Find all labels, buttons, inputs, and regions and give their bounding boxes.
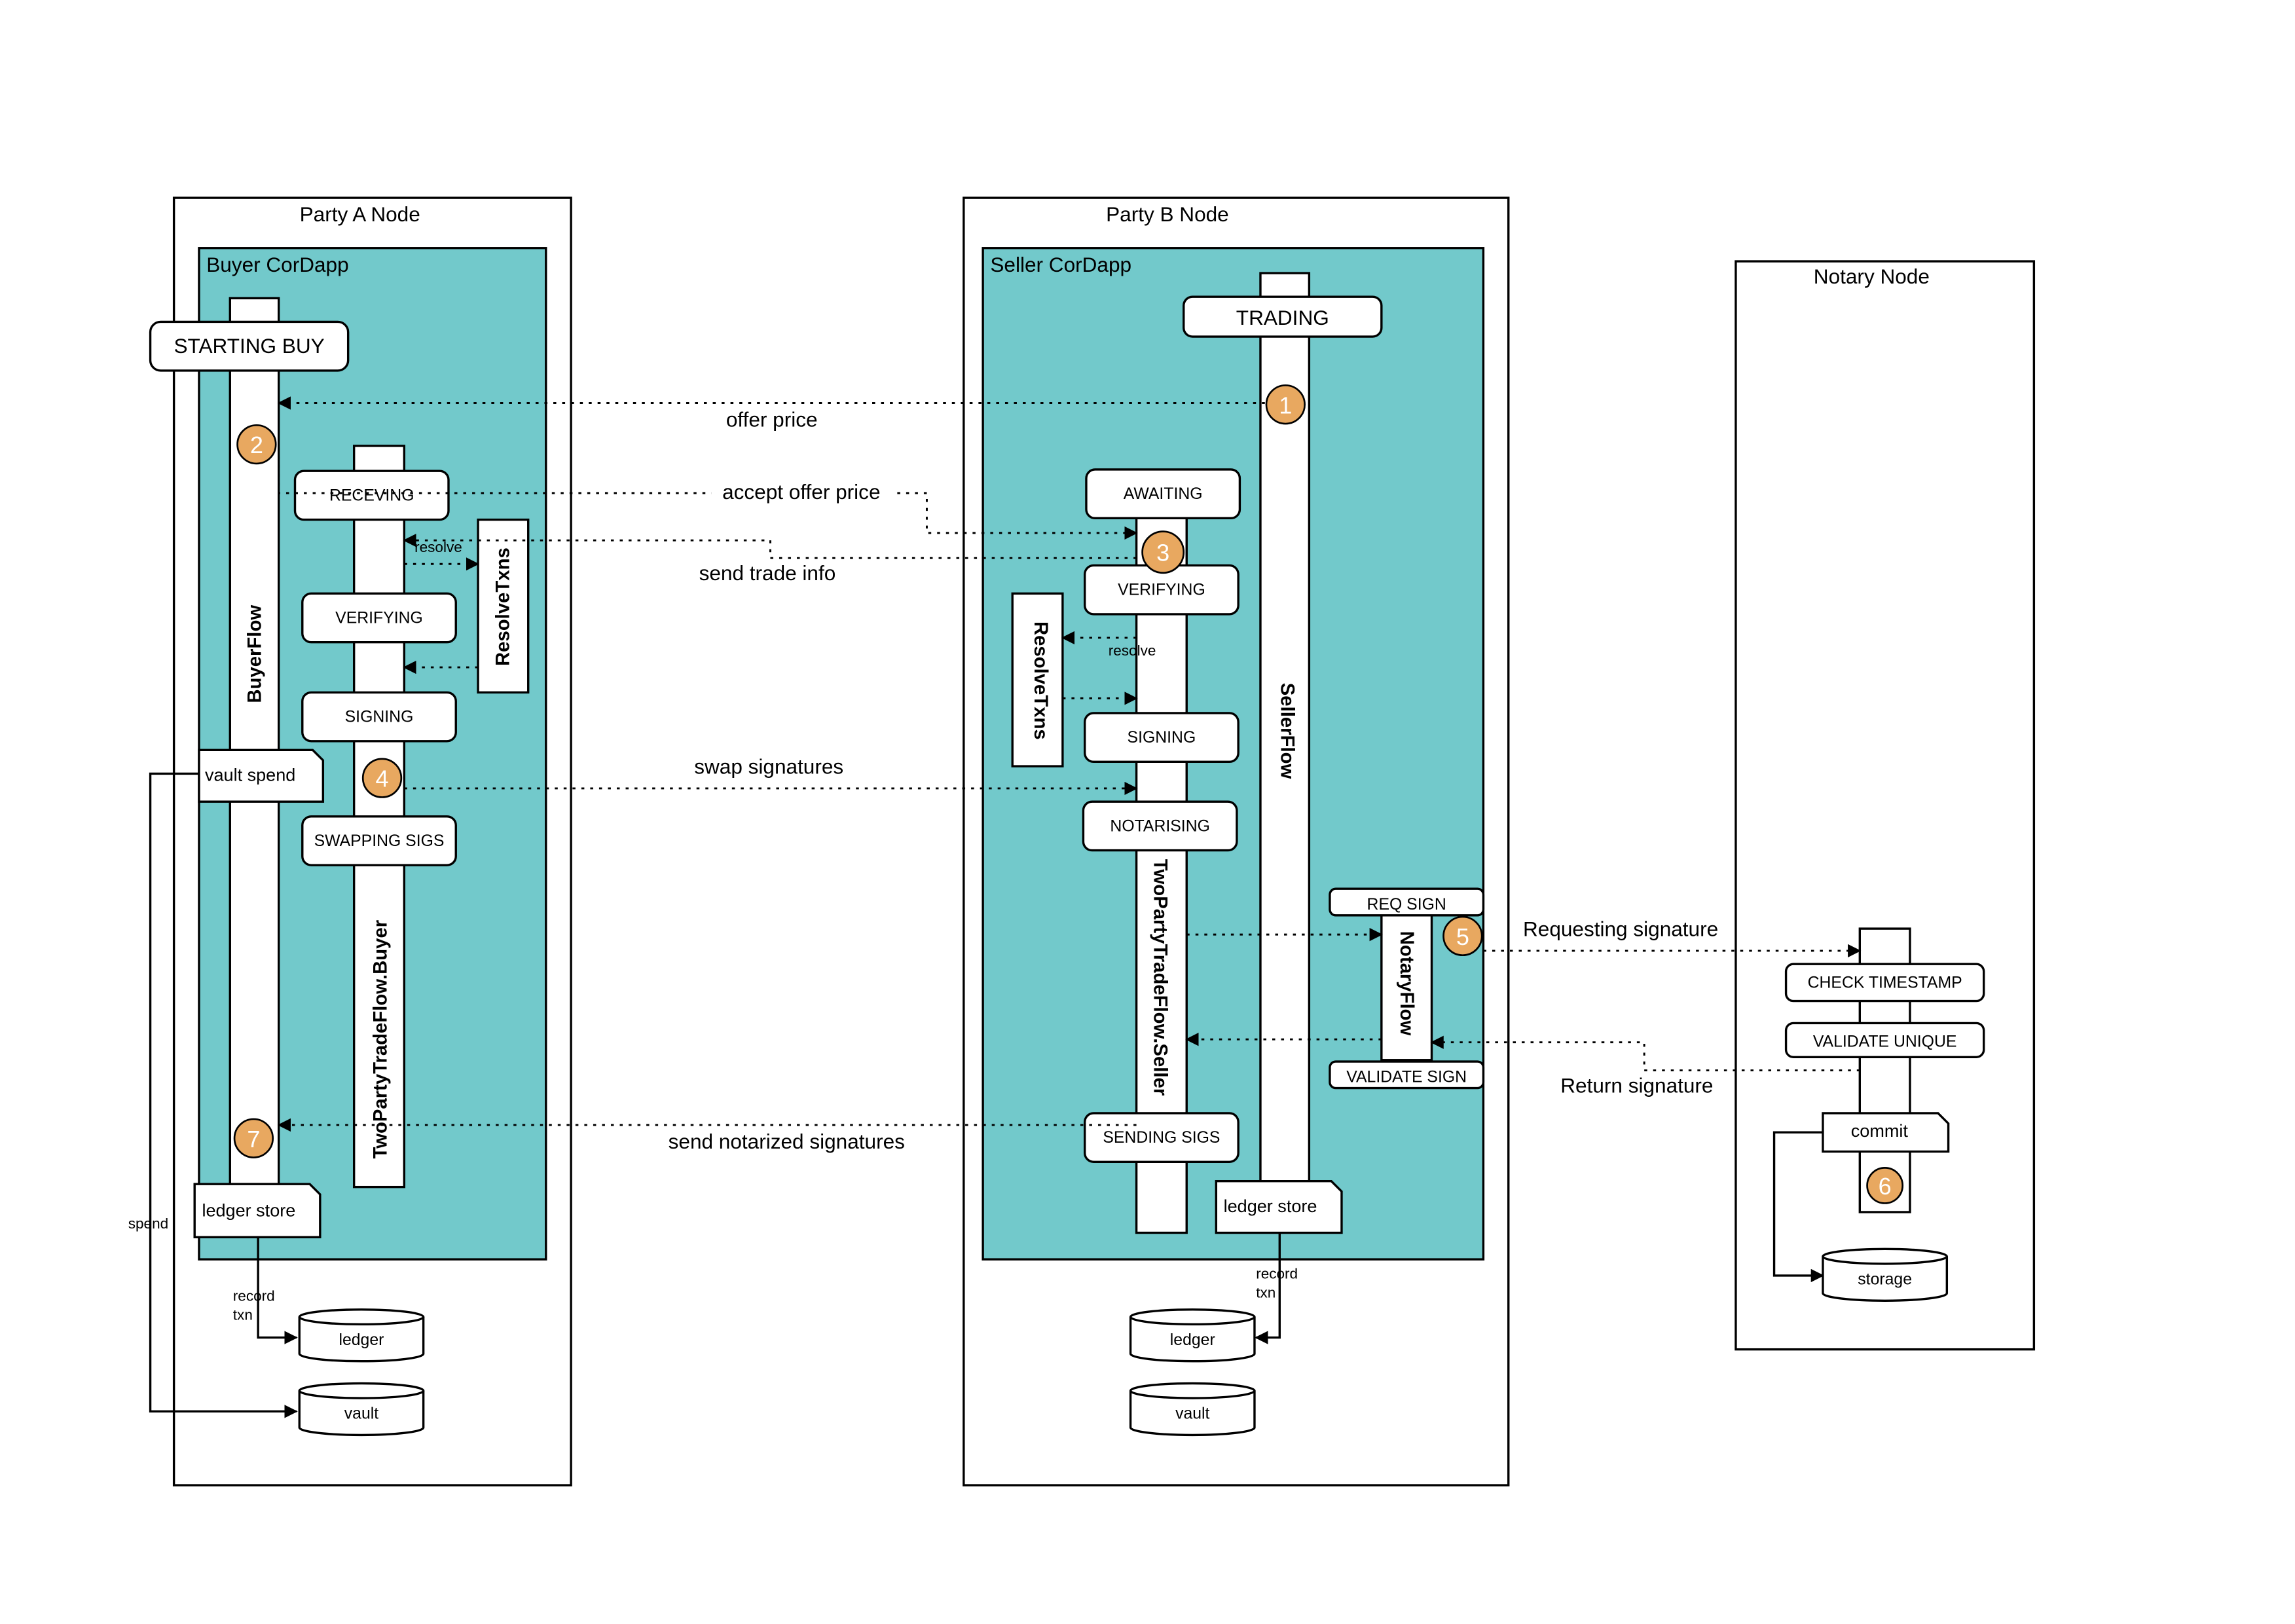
storage-label: storage	[1858, 1270, 1912, 1288]
ledger-store-b-doc	[1215, 1179, 1343, 1234]
vault-a-label: vault	[344, 1405, 378, 1423]
step-4-badge: 4	[361, 758, 403, 798]
notarising-label: NOTARISING	[1110, 817, 1209, 835]
vault-b-label: vault	[1175, 1405, 1209, 1423]
check-timestamp-state	[1784, 963, 1985, 1003]
svg-text:5: 5	[1456, 923, 1469, 950]
party-b-node-title: Party B Node	[1106, 202, 1229, 226]
send-trade-info-arrow	[403, 534, 1146, 559]
ledger-b-store	[1129, 1308, 1256, 1363]
ledger-store-a-label: ledger store	[202, 1201, 295, 1221]
vault-spend-label: vault spend	[205, 766, 295, 785]
awaiting-label: AWAITING	[1124, 485, 1203, 503]
spend-label: spend	[128, 1215, 168, 1232]
starting-buy-state	[149, 320, 350, 372]
validate-sign-label: VALIDATE SIGN	[1346, 1069, 1467, 1086]
buyer-flow-label: BuyerFlow	[244, 605, 266, 703]
trading-label: TRADING	[1236, 306, 1329, 329]
commit-storage-connector	[1772, 1131, 1824, 1283]
resolve-txns-a-box	[477, 518, 530, 694]
record-txn-a-connector	[257, 1237, 298, 1344]
accept-offer-price-arrow	[278, 447, 1138, 540]
step-7-badge: 7	[233, 1118, 274, 1158]
starting-buy-label: STARTING BUY	[174, 334, 324, 358]
trading-state	[1183, 295, 1383, 338]
receiving-state	[293, 470, 450, 521]
notary-flow-bar	[1380, 914, 1433, 1061]
resolve-b-label: resolve	[1109, 642, 1156, 659]
resolve-txns-b-box	[1011, 592, 1064, 767]
swapping-sigs-state	[301, 815, 457, 866]
verifying-a-label: VERIFYING	[335, 609, 423, 627]
ledger-a-store	[298, 1308, 425, 1363]
buyer-trade-label: TwoPartyTradeFlow.Buyer	[369, 920, 391, 1159]
receiving-label: RECEVING	[329, 487, 414, 504]
accept-offer-price-label: accept offer price	[722, 480, 880, 504]
requesting-signature-label: Requesting signature	[1523, 917, 1718, 940]
svg-text:3: 3	[1156, 540, 1169, 566]
send-notarized-signatures-label: send notarized signatures	[669, 1130, 905, 1153]
spend-connector	[149, 772, 298, 1418]
awaiting-state	[1085, 468, 1241, 520]
sending-sigs-state	[1083, 1112, 1239, 1164]
record-b-label-2: txn	[1256, 1285, 1276, 1301]
step-6-badge: 6	[1866, 1166, 1904, 1204]
verifying-b-label: VERIFYING	[1118, 581, 1205, 599]
signing-b-label: SIGNING	[1128, 729, 1196, 747]
check-timestamp-label: CHECK TIMESTAMP	[1808, 974, 1962, 991]
record-txn-b-connector	[1255, 1232, 1281, 1344]
req-sign-label: REQ SIGN	[1367, 896, 1446, 913]
return-signature-label: Return signature	[1560, 1073, 1713, 1097]
record-a-label-2: txn	[233, 1307, 253, 1323]
notary-node-title: Notary Node	[1814, 265, 1930, 288]
resolve-txns-b-label: ResolveTxns	[1030, 621, 1052, 740]
notarising-state	[1082, 800, 1238, 852]
record-b-label-1: record	[1256, 1265, 1298, 1282]
svg-text:4: 4	[375, 766, 388, 792]
record-a-label-1: record	[233, 1287, 275, 1304]
return-signature-arrow	[1430, 1035, 1860, 1072]
ledger-store-a-doc	[193, 1183, 321, 1238]
notary-flow-label: NotaryFlow	[1396, 931, 1418, 1036]
commit-doc	[1822, 1112, 1950, 1153]
signing-a-label: SIGNING	[345, 708, 414, 726]
sending-sigs-label: SENDING SIGS	[1103, 1129, 1220, 1147]
svg-text:1: 1	[1279, 392, 1292, 418]
step-5-badge: 5	[1442, 915, 1483, 957]
buyer-cordapp-title: Buyer CorDapp	[206, 253, 348, 276]
step-3-badge: 3	[1141, 530, 1185, 574]
swapping-sigs-label: SWAPPING SIGS	[314, 832, 445, 850]
offer-price-label: offer price	[726, 408, 818, 432]
validate-sign-state	[1329, 1060, 1485, 1090]
seller-trade-label: TwoPartyTradeFlow.Seller	[1150, 859, 1171, 1096]
signing-b-state	[1083, 712, 1239, 764]
party-a-node-title: Party A Node	[300, 202, 420, 226]
storage-store	[1822, 1247, 1949, 1302]
seller-cordapp-title: Seller CorDapp	[990, 253, 1131, 276]
swap-signatures-label: swap signatures	[694, 754, 843, 778]
commit-label: commit	[1851, 1121, 1909, 1141]
step-1-badge: 1	[1265, 384, 1306, 425]
ledger-store-b-label: ledger store	[1224, 1196, 1317, 1216]
vault-b-store	[1129, 1382, 1256, 1437]
send-trade-info-label: send trade info	[699, 561, 836, 585]
verifying-a-state	[301, 592, 457, 644]
seller-flow-label: SellerFlow	[1277, 683, 1298, 779]
svg-text:7: 7	[247, 1126, 260, 1153]
validate-unique-label: VALIDATE UNIQUE	[1813, 1033, 1957, 1050]
ledger-a-label: ledger	[339, 1331, 384, 1349]
signing-a-state	[301, 691, 457, 743]
req-sign-state	[1329, 887, 1485, 917]
vault-spend-doc	[198, 748, 325, 803]
vault-a-store	[298, 1382, 425, 1437]
svg-text:6: 6	[1879, 1173, 1892, 1200]
resolve-a-label: resolve	[414, 539, 462, 555]
step-2-badge: 2	[236, 424, 277, 465]
svg-text:2: 2	[250, 432, 263, 458]
validate-unique-state	[1784, 1022, 1985, 1058]
resolve-txns-a-label: ResolveTxns	[492, 547, 513, 666]
ledger-b-label: ledger	[1170, 1331, 1215, 1349]
